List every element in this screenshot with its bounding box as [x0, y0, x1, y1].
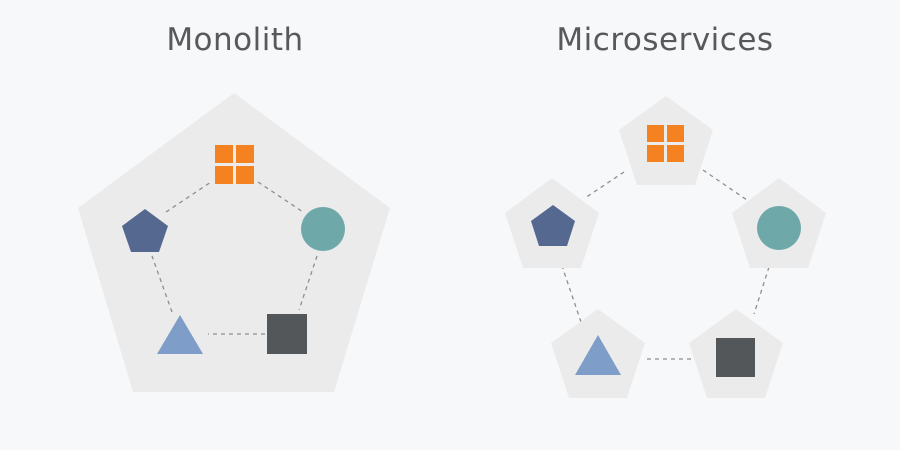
connector: [165, 181, 212, 213]
triangle-icon: [157, 315, 203, 354]
circle-icon: [757, 206, 801, 250]
monolith-connectors: [151, 181, 318, 335]
service-node-pentagon: [505, 178, 599, 268]
square-icon: [716, 338, 755, 377]
connector: [151, 255, 173, 313]
service-container: [619, 96, 713, 185]
microservices-title: Microservices: [556, 22, 774, 58]
connector: [298, 255, 318, 311]
triangle-icon: [575, 335, 621, 375]
connector: [561, 265, 582, 323]
connector: [584, 171, 625, 199]
service-node-circle: [732, 178, 826, 268]
monolith-title: Monolith: [166, 22, 304, 58]
pentagon-icon: [531, 205, 575, 246]
microservices-connectors: [561, 169, 770, 360]
monolith-group: [78, 93, 390, 392]
connector: [702, 169, 748, 201]
pentagon-icon: [122, 209, 168, 252]
microservices-group: [505, 96, 826, 398]
grid-icon: [647, 125, 684, 162]
monolith-container: [78, 93, 390, 392]
square-icon: [267, 314, 307, 354]
grid-icon: [215, 145, 254, 184]
connector: [257, 181, 304, 213]
connector: [753, 266, 770, 315]
service-node-grid: [619, 96, 713, 185]
service-node-triangle: [551, 309, 645, 398]
circle-icon: [301, 207, 345, 251]
service-node-square: [689, 309, 783, 398]
